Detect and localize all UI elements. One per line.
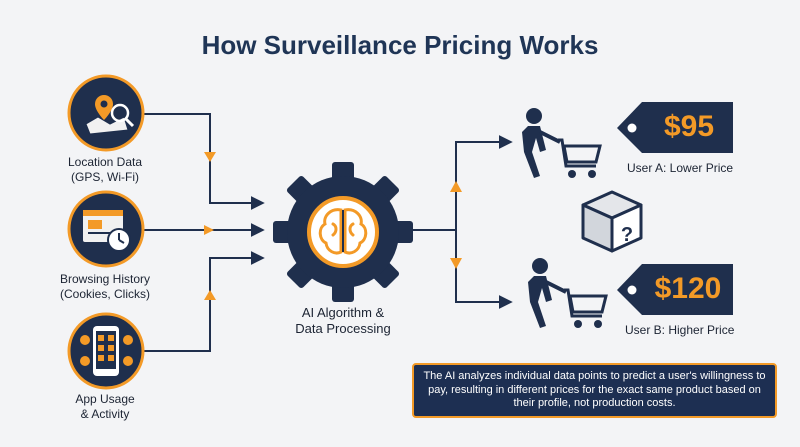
gear-brain-icon xyxy=(273,162,413,302)
shopper-cart-icon-b xyxy=(528,258,608,328)
price-tag-a xyxy=(617,102,733,153)
price-user-a: $95 xyxy=(663,110,715,143)
flow-arrow-up xyxy=(204,290,216,300)
map-pin-magnifier-icon xyxy=(67,74,145,152)
flow-arrow-down xyxy=(204,152,216,162)
info-text: The AI analyzes individual data points t… xyxy=(423,370,766,409)
page-title: How Surveillance Pricing Works xyxy=(201,30,599,60)
price-user-b: $120 xyxy=(654,272,722,305)
user-a-label: User A: Lower Price xyxy=(627,161,734,175)
mystery-box-icon: ? xyxy=(581,190,643,253)
input-connectors xyxy=(142,113,265,352)
output-connectors xyxy=(410,135,513,309)
input-label-app-usage: App Usage& Activity xyxy=(75,392,135,421)
smartphone-apps-icon xyxy=(67,312,145,390)
processor-label: AI Algorithm &Data Processing xyxy=(295,305,391,336)
input-flow-arrows xyxy=(204,152,216,300)
input-label-browsing: Browsing History(Cookies, Clicks) xyxy=(59,272,151,301)
info-box: The AI analyzes individual data points t… xyxy=(412,363,777,418)
output-flow-arrows xyxy=(450,181,462,269)
user-b-label: User B: Higher Price xyxy=(625,323,735,337)
flow-arrow-up-a xyxy=(450,181,462,192)
browser-clock-icon xyxy=(67,190,145,268)
svg-text:?: ? xyxy=(621,224,633,246)
shopper-cart-icon-a xyxy=(522,108,602,178)
connector-app xyxy=(142,251,265,352)
input-label-location: Location Data(GPS, Wi-Fi) xyxy=(67,155,143,184)
flow-arrow-right xyxy=(204,225,214,235)
connector-user-b xyxy=(455,230,513,309)
connector-user-a xyxy=(455,135,513,230)
price-tag-b xyxy=(617,264,733,315)
flow-arrow-down-b xyxy=(450,258,462,269)
